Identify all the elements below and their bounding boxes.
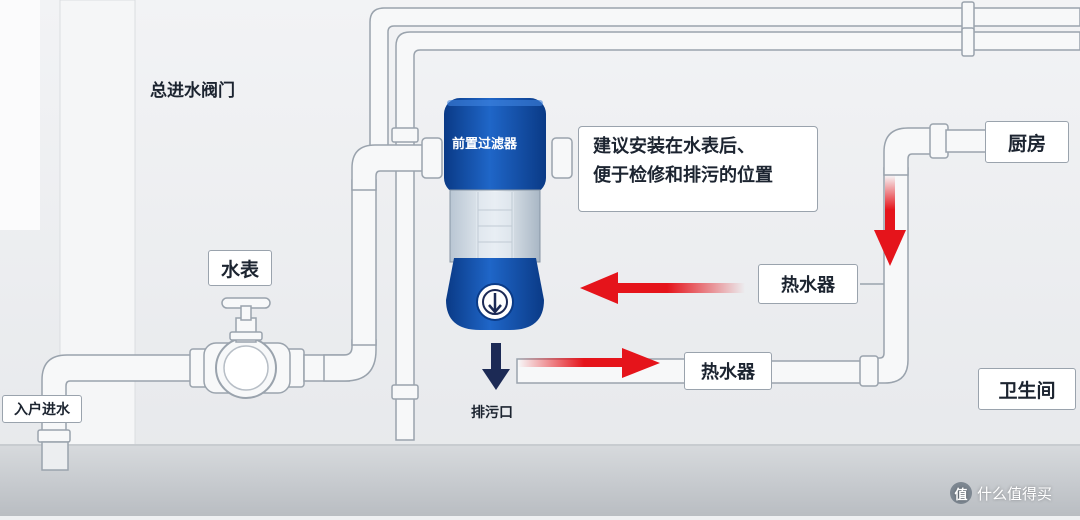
filter-inlet-fitting <box>421 137 443 179</box>
watermark-text: 什么值得买 <box>977 484 1053 503</box>
watermark-logo-icon: 值 <box>950 482 972 504</box>
inlet-label: 入户进水 <box>2 395 82 423</box>
watermark: 值 什么值得买 <box>950 482 1052 504</box>
room-floor <box>0 445 1080 516</box>
bathroom-label: 卫生间 <box>978 368 1076 410</box>
water-heater-label-lower: 热水器 <box>684 352 772 390</box>
filter-head <box>444 98 546 194</box>
flow-arrow-to-filter <box>580 272 745 304</box>
install-note: 建议安装在水表后、 便于检修和排污的位置 <box>578 126 818 212</box>
water-meter-device <box>203 297 291 399</box>
install-note-line-1: 建议安装在水表后、 <box>593 136 755 157</box>
drain-arrow <box>482 343 510 390</box>
drain-label: 排污口 <box>471 405 513 421</box>
top-pipe-outer <box>369 7 1080 151</box>
window-light <box>0 0 40 230</box>
flow-arrow-down <box>874 175 906 266</box>
install-note-line-2: 便于检修和排污的位置 <box>593 165 773 186</box>
pre-filter-device <box>444 98 546 330</box>
filter-brand-text: 前置过滤器 <box>452 137 518 152</box>
flow-arrow-from-filter <box>518 348 660 378</box>
water-heater-label-upper: 热水器 <box>758 264 858 304</box>
filter-outlet-fitting <box>551 137 573 179</box>
top-pipe-inner <box>395 31 1080 441</box>
water-meter-label: 水表 <box>208 250 272 286</box>
main-valve-label: 总进水阀门 <box>150 81 235 101</box>
kitchen-label: 厨房 <box>985 121 1069 163</box>
pipe-coupling <box>961 27 975 57</box>
